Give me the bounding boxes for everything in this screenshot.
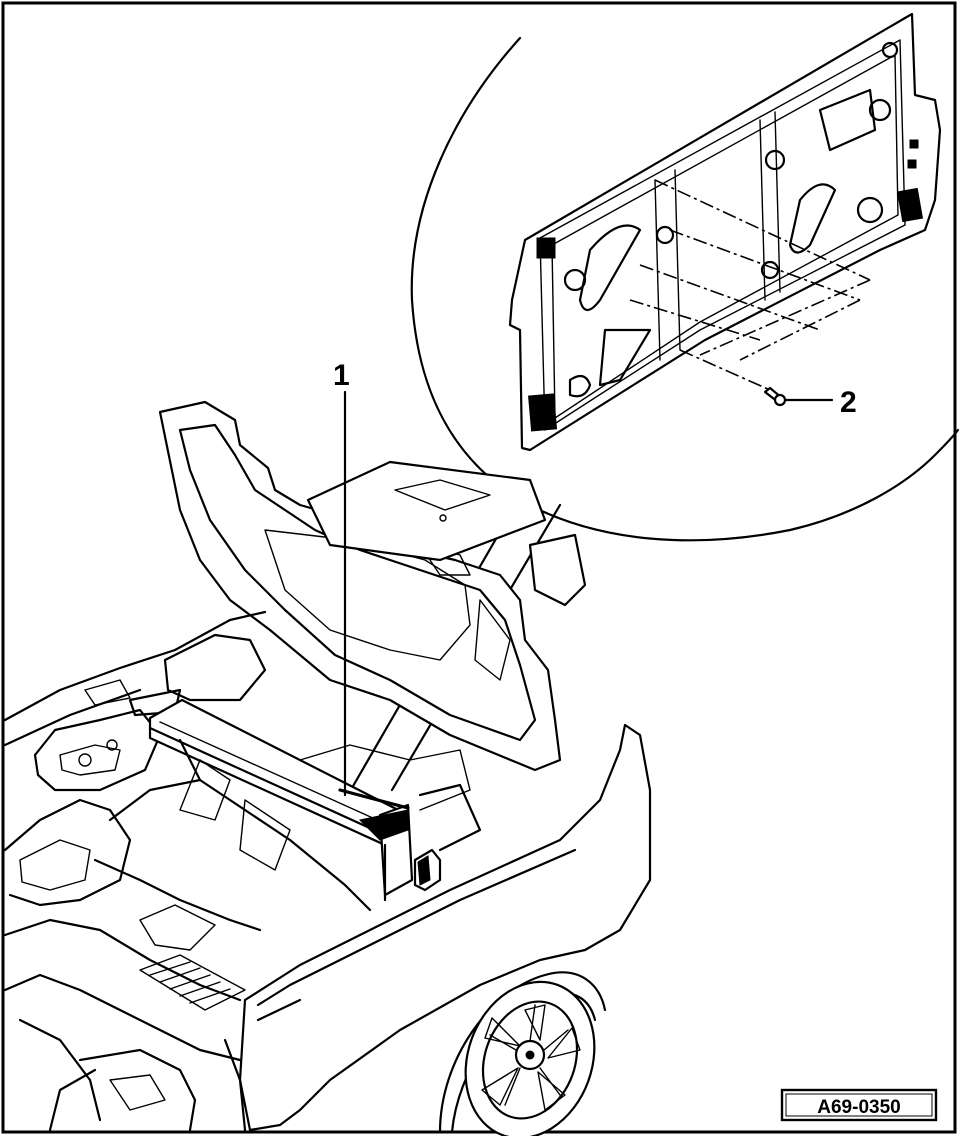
callout-label-2: 2 — [840, 386, 857, 419]
callout-1: 1 — [333, 359, 350, 797]
car-body — [3, 400, 652, 1136]
rear-wheel — [464, 980, 596, 1136]
screw-part — [763, 386, 787, 407]
callout-2: 2 — [783, 386, 857, 419]
reference-code-box: A69-0350 — [780, 1088, 938, 1122]
reference-code: A69-0350 — [817, 1097, 900, 1118]
callout-label-1: 1 — [333, 359, 350, 392]
rear-wall-panel — [508, 12, 942, 452]
